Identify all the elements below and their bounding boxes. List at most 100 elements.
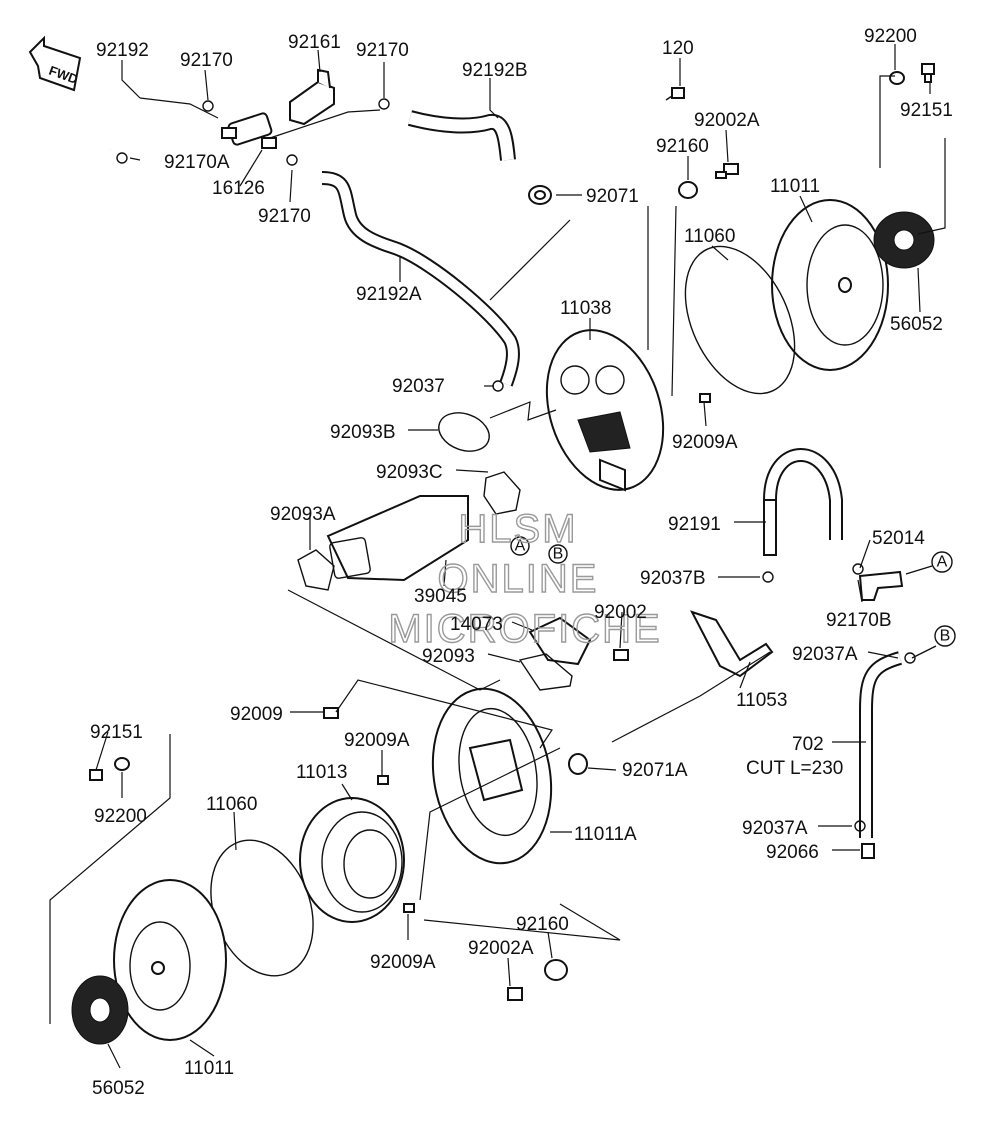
marker-a-lower: A — [510, 536, 530, 556]
svg-text:HLSM: HLSM — [458, 507, 577, 551]
label-92037: 92037 — [392, 376, 445, 397]
label-92009: 92009 — [230, 704, 283, 725]
svg-text:A: A — [515, 538, 526, 555]
hose-702 — [859, 651, 903, 838]
plug-92066 — [861, 843, 875, 859]
backplate-11011A — [431, 687, 553, 865]
label-92161: 92161 — [288, 32, 341, 53]
label-92002A: 92002A — [694, 110, 760, 131]
foam-filter-56052-top — [873, 211, 935, 269]
label-39045: 39045 — [414, 586, 467, 607]
svg-text:A: A — [937, 554, 948, 571]
label-92192B: 92192B — [462, 60, 528, 81]
cut-note: CUT L=230 — [746, 758, 843, 779]
screw-120 — [665, 87, 685, 101]
label-92093A: 92093A — [270, 504, 336, 525]
breather-hose-92192 — [96, 90, 142, 152]
label-92151: 92151 — [90, 722, 143, 743]
label-14073: 14073 — [450, 614, 503, 635]
leader-lines — [49, 44, 946, 1069]
breather-hose-92192B — [407, 110, 516, 161]
hose-92191 — [763, 448, 843, 556]
label-92002: 92002 — [594, 602, 647, 623]
label-92170A: 92170A — [164, 152, 230, 173]
label-11011: 11011 — [184, 1058, 234, 1079]
marker-b-right: B — [911, 625, 956, 659]
label-56052: 56052 — [890, 314, 943, 335]
washer-92200-top — [889, 71, 905, 85]
grommet-92071A — [568, 753, 588, 775]
label-92093C: 92093C — [376, 462, 443, 483]
bolt-92002 — [613, 649, 629, 661]
bracket-92161 — [289, 68, 335, 126]
breather-hose-92192A — [321, 171, 520, 387]
label-92170: 92170 — [356, 40, 409, 61]
bracket-14073 — [528, 616, 592, 666]
label-92200: 92200 — [864, 26, 917, 47]
screw-92009 — [323, 707, 339, 719]
bolt-92151-bot — [89, 769, 103, 781]
seal-11060-top — [684, 245, 796, 395]
clamp-icons — [116, 98, 504, 392]
label-11011A: 11011A — [574, 824, 637, 845]
label-92170B: 92170B — [826, 610, 892, 631]
seal-92093B — [438, 412, 490, 452]
label-92009A: 92009A — [370, 952, 436, 973]
svg-text:ONLINE: ONLINE — [438, 557, 599, 601]
label-92066: 92066 — [766, 842, 819, 863]
element-11013 — [299, 797, 405, 923]
backplate-11038 — [545, 329, 665, 492]
svg-text:MICROFICHE: MICROFICHE — [388, 607, 661, 651]
duct-39045 — [326, 495, 469, 582]
check-valve-16126 — [221, 112, 277, 149]
label-92002A: 92002A — [468, 938, 534, 959]
label-92192A: 92192A — [356, 284, 422, 305]
gasket-92093 — [518, 653, 573, 691]
svg-text:B: B — [940, 628, 951, 645]
label-92160: 92160 — [656, 136, 709, 157]
bolt-92002A-bot — [507, 987, 523, 1001]
label-92160: 92160 — [516, 914, 569, 935]
label-92009A: 92009A — [672, 432, 738, 453]
label-92093: 92093 — [422, 646, 475, 667]
label-120: 120 — [662, 38, 694, 59]
label-92200: 92200 — [94, 806, 147, 827]
label-92151: 92151 — [900, 100, 953, 121]
svg-text:B: B — [553, 546, 564, 563]
fitting-52014 — [858, 570, 904, 601]
label-92037B: 92037B — [640, 568, 706, 589]
cover-11011-top — [771, 199, 889, 371]
foam-filter-56052-bot — [71, 975, 129, 1045]
bolt-92151-top — [921, 63, 935, 83]
clamp-icons-right — [762, 563, 916, 832]
screw-92009A-bot — [403, 903, 415, 913]
label-92009A: 92009A — [344, 730, 410, 751]
label-92170: 92170 — [258, 206, 311, 227]
label-11013: 11013 — [296, 762, 347, 783]
fwd-arrow-icon: FWD — [28, 35, 82, 92]
bracket-11053 — [689, 610, 774, 678]
screw-92009A-top — [699, 393, 711, 403]
screw-92009A-mid — [377, 775, 389, 785]
label-92037A: 92037A — [792, 644, 858, 665]
spacer-92160-bot — [544, 959, 568, 981]
watermark: HLSM ONLINE MICROFICHE — [388, 506, 661, 651]
washer-92200-bot — [114, 757, 130, 771]
label-11060: 11060 — [206, 794, 257, 815]
label-92071: 92071 — [586, 186, 639, 207]
label-11060: 11060 — [684, 226, 735, 247]
label-11038: 11038 — [560, 298, 611, 319]
label-56052: 56052 — [92, 1078, 145, 1099]
label-11011: 11011 — [770, 176, 820, 197]
cover-11011-bot — [113, 879, 227, 1041]
marker-b-lower: B — [548, 544, 568, 564]
part-number-labels: 92192 92170 92161 92170 92192B 120 92200… — [90, 26, 953, 1099]
label-702: 702 — [792, 734, 824, 755]
gasket-92093A — [297, 549, 335, 591]
label-16126: 16126 — [212, 178, 265, 199]
bolt-92002A-top — [715, 163, 739, 179]
gasket-92093C — [483, 471, 521, 515]
label-92071A: 92071A — [622, 760, 688, 781]
grommet-92071 — [528, 185, 552, 205]
